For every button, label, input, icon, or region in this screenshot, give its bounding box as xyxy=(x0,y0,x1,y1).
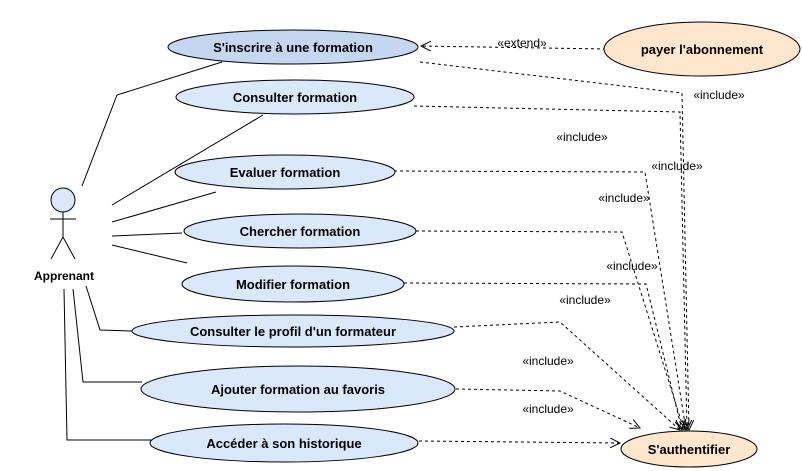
use-case-authentifier-label: S'authentifier xyxy=(648,442,731,457)
include-arrow-historique xyxy=(418,441,620,443)
use-case-chercher[interactable]: Chercher formation xyxy=(183,213,417,249)
use-case-profil-shape xyxy=(131,314,455,348)
extend-label: «extend» xyxy=(497,36,547,50)
use-case-consulter-label: Consulter formation xyxy=(233,90,357,105)
use-case-chercher-label: Chercher formation xyxy=(240,224,361,239)
use-case-authentifier[interactable]: S'authentifier xyxy=(620,430,758,468)
relation-labels: «extend» «include» «include» «include» «… xyxy=(497,36,745,416)
use-case-consulter-shape xyxy=(175,79,415,115)
include-arrow-modifier xyxy=(403,282,682,430)
use-case-modifier-label: Modifier formation xyxy=(236,277,350,292)
assoc-inscrire xyxy=(81,61,223,187)
use-case-payer-label: payer l'abonnement xyxy=(641,42,764,57)
include-arrow-chercher xyxy=(415,230,684,430)
use-case-historique-shape xyxy=(149,423,419,463)
include-label-evaluer: «include» xyxy=(651,159,703,173)
include-label-chercher: «include» xyxy=(598,191,650,205)
dependencies xyxy=(393,46,689,443)
include-arrow-inscrire xyxy=(419,61,689,430)
use-case-payer-shape xyxy=(603,21,801,77)
use-case-evaluer-shape xyxy=(174,154,396,190)
use-case-profil[interactable]: Consulter le profil d'un formateur xyxy=(131,314,455,348)
use-case-chercher-shape xyxy=(183,213,417,249)
use-case-historique[interactable]: Accéder à son historique xyxy=(149,423,419,463)
include-label-consulter: «include» xyxy=(556,130,608,144)
actor-apprenant[interactable]: Apprenant xyxy=(34,187,94,283)
actor-label: Apprenant xyxy=(34,269,94,283)
extend-arrow-payer xyxy=(421,46,607,49)
include-arrow-consulter xyxy=(413,105,687,430)
actor-head xyxy=(50,187,76,213)
include-label-inscrire: «include» xyxy=(693,88,745,102)
assoc-consulter xyxy=(111,114,264,206)
assoc-modifier xyxy=(111,244,188,264)
use-case-authentifier-shape xyxy=(620,430,758,468)
assoc-evaluer xyxy=(111,191,217,223)
use-case-payer[interactable]: payer l'abonnement xyxy=(603,21,801,77)
associations xyxy=(63,61,264,441)
include-label-modifier: «include» xyxy=(606,259,658,273)
actor-right-leg xyxy=(62,236,76,260)
use-case-profil-label: Consulter le profil d'un formateur xyxy=(190,324,396,339)
include-label-historique: «include» xyxy=(522,402,574,416)
assoc-profil xyxy=(85,285,134,332)
use-case-favoris[interactable]: Ajouter formation au favoris xyxy=(140,365,456,413)
assoc-favoris xyxy=(72,288,142,383)
use-case-inscrire-shape xyxy=(167,29,419,65)
assoc-historique xyxy=(63,288,152,441)
use-case-favoris-label: Ajouter formation au favoris xyxy=(211,382,385,397)
use-case-consulter[interactable]: Consulter formation xyxy=(175,79,415,115)
include-label-profil: «include» xyxy=(559,293,611,307)
actor-left-leg xyxy=(50,236,64,260)
use-case-inscrire[interactable]: S'inscrire à une formation xyxy=(167,29,419,65)
use-case-evaluer-label: Evaluer formation xyxy=(230,165,341,180)
use-case-modifier[interactable]: Modifier formation xyxy=(181,265,405,303)
use-case-evaluer[interactable]: Evaluer formation xyxy=(174,154,396,190)
include-arrow-favoris xyxy=(455,388,640,428)
use-case-favoris-shape xyxy=(140,365,456,413)
use-case-modifier-shape xyxy=(181,265,405,303)
use-case-inscrire-label: S'inscrire à une formation xyxy=(213,40,373,55)
include-label-favoris: «include» xyxy=(522,354,574,368)
assoc-chercher xyxy=(111,232,183,237)
use-case-historique-label: Accéder à son historique xyxy=(206,436,361,451)
